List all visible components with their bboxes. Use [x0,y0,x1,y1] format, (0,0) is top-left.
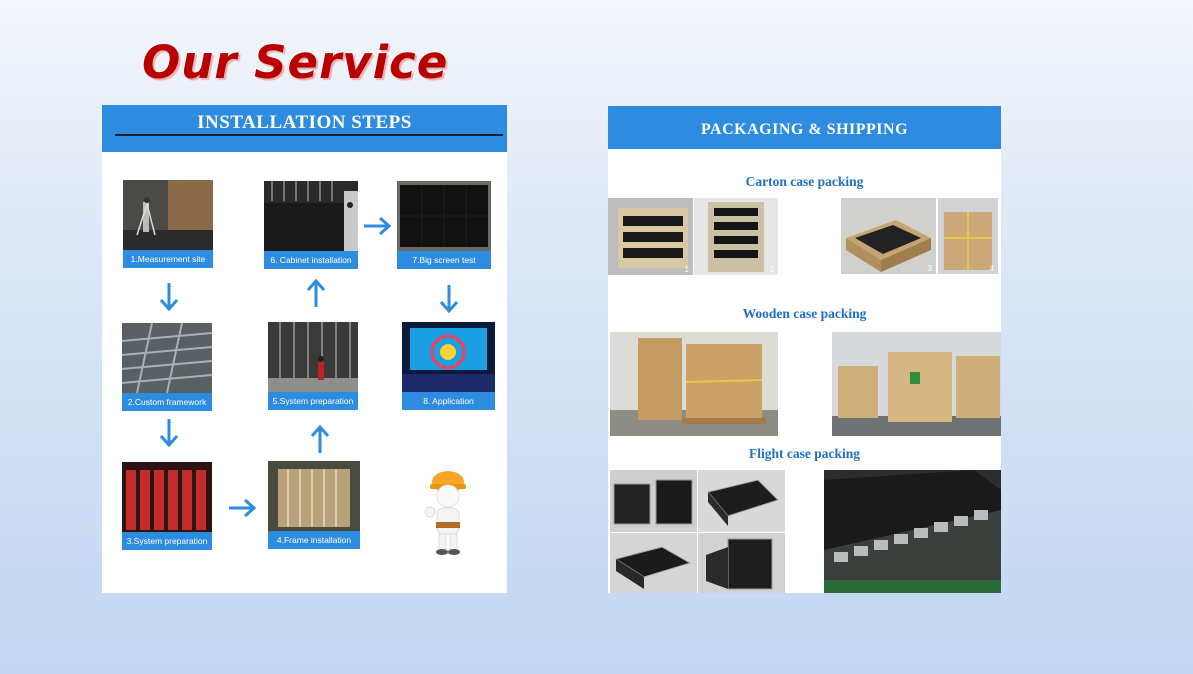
arrow-up-icon [306,278,326,307]
step-system-preparation: 5.System preparation [268,322,358,410]
carton-case-label: Carton case packing [745,174,864,189]
step-custom-framework: 2.Custom framework [122,323,212,411]
photo-number: 3 [927,264,932,273]
flight-photo-3 [610,533,697,593]
photo-number: 2 [769,265,774,274]
carton-photo-2: 2 [694,198,778,275]
packaging-header: PACKAGING & SHIPPING [700,121,909,138]
step-caption: 7.Big screen test [397,251,491,269]
installation-steps-panel: INSTALLATION STEPS 1.Measurement site [102,105,507,593]
carton-photo-4: 4 [938,198,998,274]
step-caption: 6. Cabinet installation [264,251,358,269]
packaging-shipping-panel: PACKAGING & SHIPPING Carton case packing… [608,106,1001,593]
flight-photo-1 [610,470,697,532]
photo-number: 1 [684,265,689,274]
arrow-down-icon [159,283,179,312]
carton-photo-1: 1 [608,198,693,275]
measurement-site-photo [123,180,213,250]
arrow-right-icon [229,498,257,518]
arrow-down-icon [159,419,179,448]
wooden-photo-1 [610,332,778,436]
installation-header: INSTALLATION STEPS [197,112,412,133]
system-preparation-3-photo [122,462,212,532]
flight-photo-5 [824,470,1001,593]
cabinet-installation-photo [264,181,358,251]
packaging-header-band: PACKAGING & SHIPPING [608,106,1001,149]
frame-installation-photo [268,461,360,531]
step-system-preparation-3: 3.System preparation [122,462,212,550]
big-screen-test-photo [397,181,491,251]
step-caption: 5.System preparation [268,392,358,410]
worker-mascot-icon [424,471,466,555]
arrow-down-icon [439,285,459,314]
step-application: 8. Application [402,322,495,410]
wooden-case-label: Wooden case packing [742,306,867,321]
step-big-screen-test: 7.Big screen test [397,181,491,269]
step-caption: 1.Measurement site [123,250,213,268]
system-preparation-photo [268,322,358,392]
custom-framework-photo [122,323,212,393]
step-cabinet-installation: 6. Cabinet installation [264,181,358,269]
step-caption: 8. Application [402,392,495,410]
step-frame-installation: 4.Frame installation [268,461,360,549]
step-caption: 4.Frame installation [268,531,360,549]
arrow-right-icon [364,216,392,236]
arrow-up-icon [310,424,330,453]
step-measurement-site: 1.Measurement site [123,180,213,268]
wooden-photo-2 [832,332,1001,436]
flight-case-label: Flight case packing [748,446,860,461]
step-caption: 2.Custom framework [122,393,212,411]
photo-number: 4 [989,264,994,273]
carton-photo-3: 3 [841,198,936,274]
step-caption: 3.System preparation [122,532,212,550]
application-photo [402,322,495,392]
page-title: Our Service [142,36,449,89]
flight-photo-4 [698,533,785,593]
installation-header-band: INSTALLATION STEPS [102,105,507,152]
flight-photo-2 [698,470,785,532]
header-rule [115,134,503,136]
